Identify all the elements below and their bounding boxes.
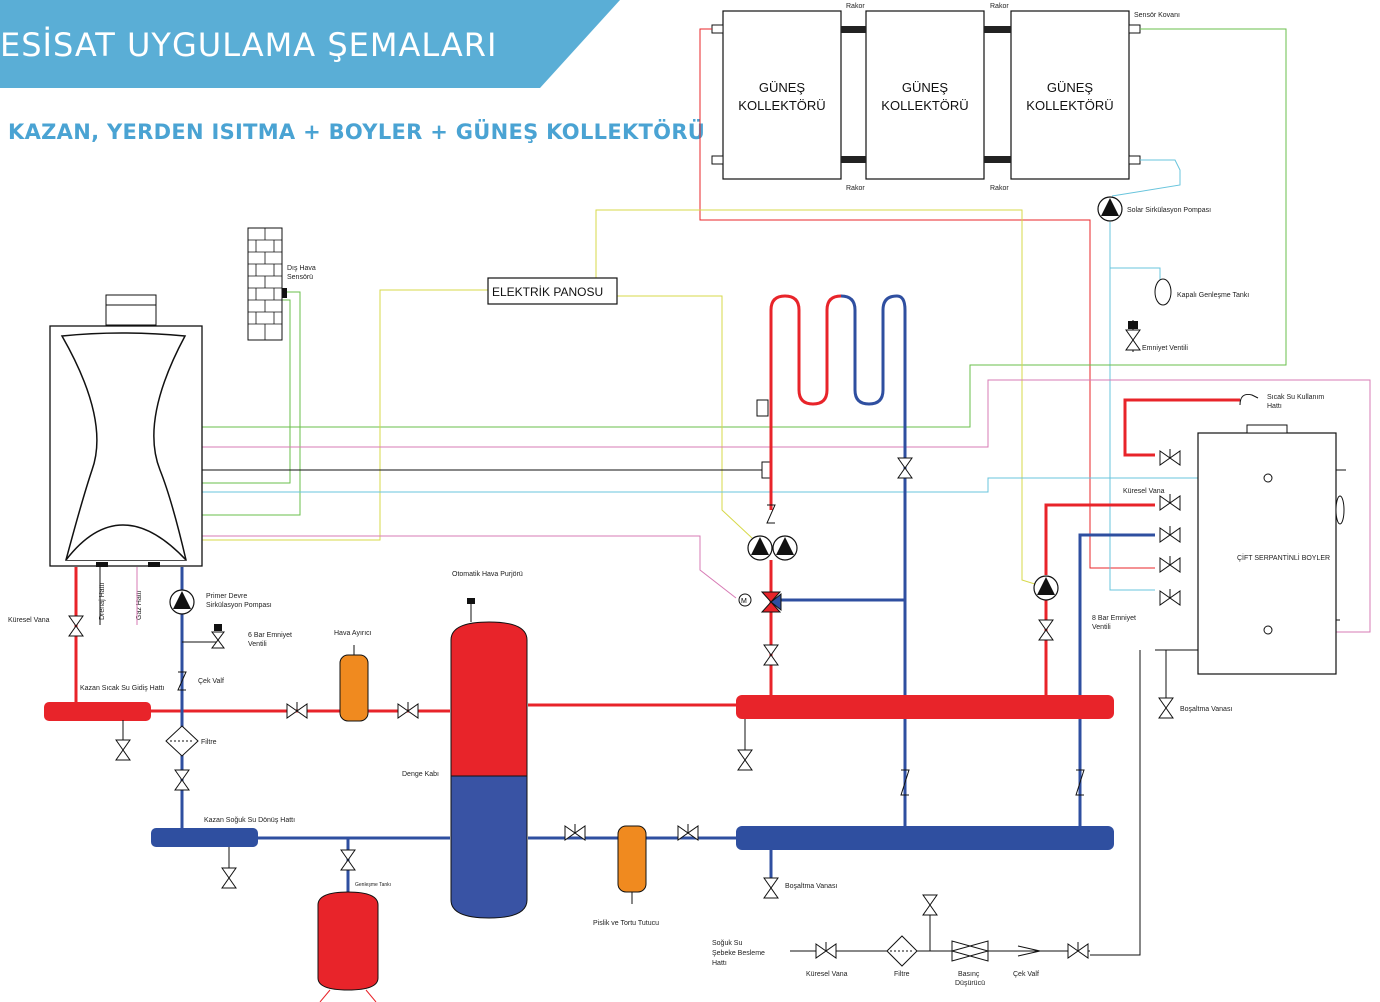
cold-supply-line: Soğuk Su Şebeke Besleme Hattı Küresel Va… — [712, 894, 1090, 987]
safety-valve-6bar — [182, 624, 225, 649]
svg-text:Sirkülasyon Pompası: Sirkülasyon Pompası — [206, 602, 272, 609]
svg-text:Kazan Soğuk Su Dönüş Hattı: Kazan Soğuk Su Dönüş Hattı — [204, 817, 295, 824]
svg-text:Hattı: Hattı — [712, 960, 727, 967]
collector-3-label-b: KOLLEKTÖRÜ — [1026, 98, 1113, 113]
svg-text:Küresel Vana: Küresel Vana — [8, 617, 50, 624]
svg-text:Soğuk Su: Soğuk Su — [712, 940, 742, 947]
svg-text:Filtre: Filtre — [894, 971, 910, 978]
mixing-valve: M — [738, 399, 782, 613]
collector-1-label-b: KOLLEKTÖRÜ — [738, 98, 825, 113]
gas-line-label: Gaz Hattı — [136, 590, 143, 620]
cold-piping — [180, 294, 1155, 880]
wall-boiler: Drenaj Hattı Gaz Hattı — [49, 294, 203, 625]
balance-tank-label: Denge Kabı — [402, 771, 439, 778]
filter — [165, 725, 199, 757]
electric-panel: ELEKTRİK PANOSU — [487, 277, 618, 305]
boiler-cold-header — [151, 828, 258, 847]
outdoor-sensor-wall: Dış Hava Sensörü — [247, 227, 316, 341]
dirt-separator: Pislik ve Tortu Tutucu — [593, 825, 659, 927]
svg-text:Pislik ve Tortu Tutucu: Pislik ve Tortu Tutucu — [593, 920, 659, 927]
labels: Sıcak Su Kullanım Hattı Küresel Vana 8 B… — [8, 394, 1324, 890]
svg-text:8 Bar Emniyet: 8 Bar Emniyet — [1092, 615, 1136, 622]
svg-text:Basınç: Basınç — [958, 971, 980, 978]
safety-valve-label: Emniyet Ventili — [1142, 345, 1188, 352]
svg-text:Filtre: Filtre — [201, 739, 217, 746]
air-separator: Hava Ayırıcı — [334, 630, 372, 722]
boiler-hot-header — [44, 702, 151, 721]
collector-3-label-a: GÜNEŞ — [1047, 80, 1094, 95]
expansion-tank: Genleşme Tankı — [317, 838, 391, 1002]
closed-exp-tank-label: Kapalı Genleşme Tankı — [1177, 292, 1249, 299]
collector-2-label-b: KOLLEKTÖRÜ — [881, 98, 968, 113]
svg-text:Şebeke Besleme: Şebeke Besleme — [712, 950, 765, 957]
svg-text:Düşürücü: Düşürücü — [955, 980, 985, 987]
svg-text:Çek Valf: Çek Valf — [1013, 971, 1039, 978]
dhw-tank-label: ÇİFT SERPANTİNLİ BOYLER — [1237, 553, 1330, 562]
page-subtitle: KAZAN, YERDEN ISITMA + BOYLER + GÜNEŞ KO… — [8, 120, 706, 144]
collector-2 — [865, 10, 985, 180]
svg-text:Küresel Vana: Küresel Vana — [806, 971, 848, 978]
svg-text:Hattı: Hattı — [1267, 403, 1282, 410]
rakor-label: Rakor — [990, 3, 1009, 10]
collector-1-label-a: GÜNEŞ — [759, 80, 806, 95]
outdoor-sensor-label: Dış Hava — [287, 265, 316, 272]
collector-2-label-a: GÜNEŞ — [902, 80, 949, 95]
svg-text:Primer Devre: Primer Devre — [206, 593, 247, 600]
dhw-tank: ÇİFT SERPANTİNLİ BOYLER — [1090, 394, 1346, 956]
auto-air-vent-label: Otomatik Hava Purjörü — [452, 571, 523, 578]
svg-text:Kazan Sıcak Su Gidiş Hattı: Kazan Sıcak Su Gidiş Hattı — [80, 685, 164, 692]
svg-text:Boşaltma Vanası: Boşaltma Vanası — [785, 883, 837, 890]
svg-text:6 Bar Emniyet: 6 Bar Emniyet — [248, 632, 292, 639]
rakor-label: Rakor — [990, 185, 1009, 192]
svg-text:M: M — [741, 598, 747, 605]
svg-text:Genleşme Tankı: Genleşme Tankı — [355, 882, 391, 888]
solar-circuit: Solar Sirkülasyon Pompası Kapalı Genleşm… — [1097, 196, 1249, 352]
pumps — [169, 535, 1059, 615]
solar-collectors: GÜNEŞ KOLLEKTÖRÜ GÜNEŞ KOLLEKTÖRÜ GÜNEŞ … — [711, 3, 1180, 192]
svg-text:Ventili: Ventili — [1092, 624, 1111, 631]
hot-piping — [74, 294, 1240, 713]
balance-tank: Otomatik Hava Purjörü Denge Kabı — [402, 571, 528, 919]
svg-text:ELEKTRİK PANOSU: ELEKTRİK PANOSU — [492, 285, 603, 299]
svg-text:Ventili: Ventili — [248, 641, 267, 648]
solar-pump-label: Solar Sirkülasyon Pompası — [1127, 207, 1211, 214]
page-title: ESİSAT UYGULAMA ŞEMALARI — [0, 26, 498, 64]
hot-distribution-header — [736, 695, 1114, 719]
svg-text:Çek Valf: Çek Valf — [198, 678, 224, 685]
rakor-label: Rakor — [846, 3, 865, 10]
svg-text:Küresel Vana: Küresel Vana — [1123, 488, 1165, 495]
drainage-line-label: Drenaj Hattı — [99, 583, 106, 620]
rakor-label: Rakor — [846, 185, 865, 192]
control-wiring — [202, 28, 1371, 633]
collector-3 — [1010, 10, 1130, 180]
svg-text:Sensörü: Sensörü — [287, 274, 313, 281]
cold-distribution-header — [736, 826, 1114, 850]
collector-1 — [722, 10, 842, 180]
sensor-pocket-label: Sensör Kovanı — [1134, 12, 1180, 19]
svg-text:Sıcak Su Kullanım: Sıcak Su Kullanım — [1267, 394, 1324, 401]
svg-text:Boşaltma Vanası: Boşaltma Vanası — [1180, 706, 1232, 713]
check-valves — [177, 504, 1085, 796]
svg-text:Hava Ayırıcı: Hava Ayırıcı — [334, 630, 372, 637]
valves — [68, 448, 1181, 899]
